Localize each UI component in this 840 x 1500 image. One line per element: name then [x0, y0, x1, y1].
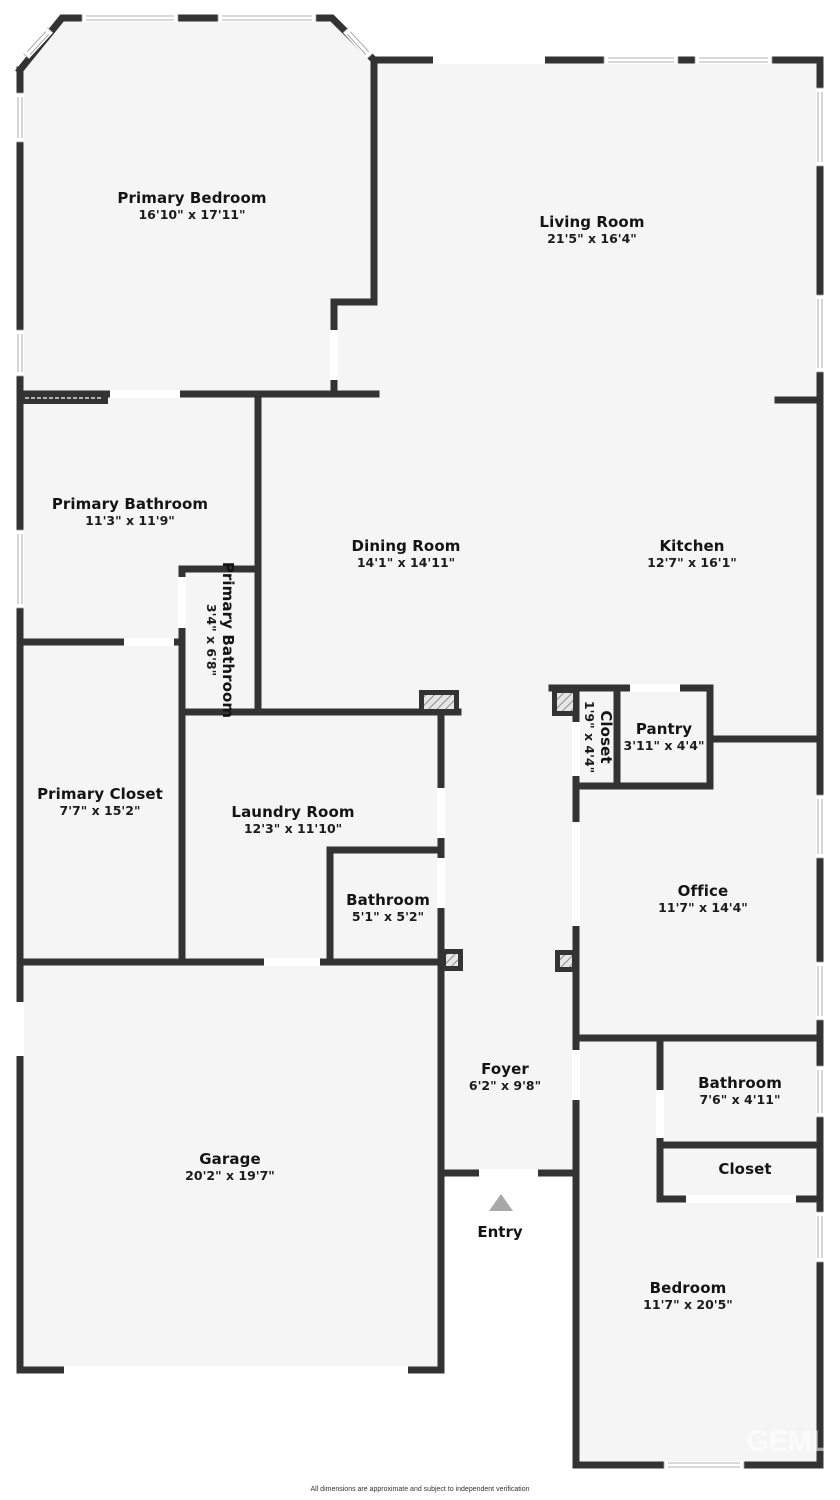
closet-shelf: [22, 392, 108, 404]
room-name: Primary Closet: [37, 785, 163, 803]
window-icon: [603, 56, 679, 64]
room-dimensions: 16'10" x 17'11": [138, 207, 246, 222]
room-dimensions: 11'7" x 20'5": [643, 1297, 733, 1312]
room-name: Primary Bathroom: [51, 495, 209, 513]
hatch-pattern: [557, 693, 573, 711]
window-icon: [81, 14, 179, 22]
floor-area: [20, 18, 374, 394]
room-name: Bedroom: [649, 1279, 727, 1297]
window-icon: [16, 329, 24, 377]
dimensions-disclaimer: All dimensions are approximate and subje…: [310, 1486, 530, 1493]
room-name: Kitchen: [659, 537, 725, 555]
room-dimensions: 7'6" x 4'11": [699, 1092, 781, 1107]
room-name: Living Room: [539, 213, 645, 231]
room-dimensions: 3'4" x 6'8": [204, 603, 219, 677]
window-icon: [816, 87, 824, 167]
hatch-pattern: [446, 954, 458, 966]
hatch-pattern: [560, 955, 572, 967]
room-name: Pantry: [635, 720, 693, 738]
window-icon: [816, 294, 824, 373]
room-name: Bathroom: [346, 891, 430, 909]
window-icon: [694, 56, 773, 64]
floor-area: [20, 60, 820, 1465]
room-dimensions: 12'7" x 16'1": [647, 555, 737, 570]
room-dimensions: 6'2" x 9'8": [468, 1078, 542, 1093]
entry-arrow-icon: [489, 1194, 513, 1211]
room-name: Laundry Room: [231, 803, 355, 821]
window-icon: [16, 92, 24, 143]
columns: [419, 688, 578, 972]
window-icon: [816, 961, 824, 1021]
room-dimensions: 11'7" x 14'4": [658, 900, 748, 915]
window-icon: [663, 1461, 745, 1469]
floor-areas: [20, 18, 820, 1465]
room-name: Bathroom: [698, 1074, 782, 1092]
room-name: Closet: [597, 710, 615, 764]
window-icon: [816, 1065, 824, 1118]
room-dimensions: 3'11" x 4'4": [623, 738, 705, 753]
room-dimensions: 11'3" x 11'9": [85, 513, 175, 528]
window-icon: [816, 794, 824, 859]
room-dimensions: 1'9" x 4'4": [582, 700, 597, 774]
hatch-pattern: [424, 695, 454, 709]
window-icon: [16, 529, 24, 609]
room-dimensions: 21'5" x 16'4": [547, 231, 637, 246]
room-dimensions: 20'2" x 19'7": [185, 1168, 275, 1183]
watermark-logo: GEMLS: [746, 1425, 840, 1458]
room-name: Primary Bathroom: [219, 561, 237, 719]
room-dimensions: 12'3" x 11'10": [243, 821, 343, 836]
room-name: Primary Bedroom: [117, 189, 267, 207]
room-name: Office: [677, 882, 729, 900]
room-name: Closet: [718, 1160, 772, 1178]
entry-label: Entry: [477, 1223, 523, 1241]
openings: [16, 14, 824, 1469]
room-name: Garage: [199, 1150, 261, 1168]
room-dimensions: 7'7" x 15'2": [59, 803, 141, 818]
window-icon: [217, 14, 317, 22]
window-icon: [343, 27, 373, 59]
window-icon: [23, 27, 53, 59]
room-dimensions: 14'1" x 14'11": [356, 555, 456, 570]
room-label-closet-bedroom: Closet: [718, 1160, 771, 1178]
room-dimensions: 5'1" x 5'2": [351, 909, 425, 924]
room-name: Foyer: [481, 1060, 529, 1078]
room-name: Dining Room: [351, 537, 461, 555]
window-icon: [816, 1211, 824, 1263]
